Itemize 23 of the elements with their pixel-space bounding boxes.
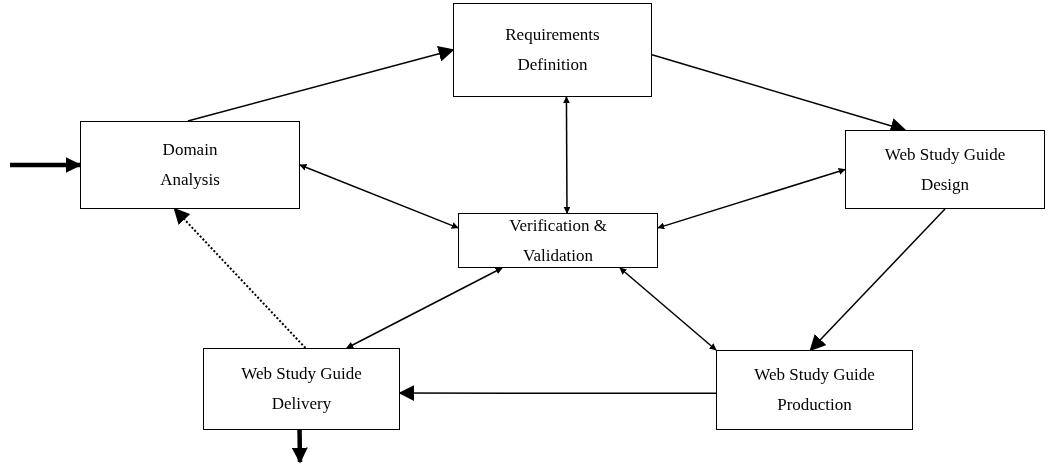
arrow (187, 46, 455, 122)
arrow (809, 208, 946, 352)
process-box (80, 121, 300, 209)
process-box (716, 350, 913, 430)
arrow (299, 164, 459, 229)
box-label: Requirements Definition (504, 24, 601, 76)
box-label: Verification & Validation (508, 214, 608, 267)
arrow (10, 157, 82, 173)
dotted-arrow (173, 207, 307, 349)
process-box (458, 213, 658, 268)
arrow (291, 429, 308, 464)
process-box (203, 348, 400, 430)
arrow (657, 168, 846, 230)
arrow (619, 267, 717, 351)
box-label: Domain Analysis (159, 139, 221, 191)
arrow (346, 267, 503, 349)
box-label: Web Study Guide Delivery (240, 363, 363, 415)
arrow (398, 385, 717, 402)
process-box (845, 130, 1045, 209)
process-box (453, 3, 652, 97)
box-label: Web Study Guide Design (883, 143, 1007, 196)
box-label: Web Study Guide Production (753, 364, 876, 416)
arrow (562, 96, 571, 214)
